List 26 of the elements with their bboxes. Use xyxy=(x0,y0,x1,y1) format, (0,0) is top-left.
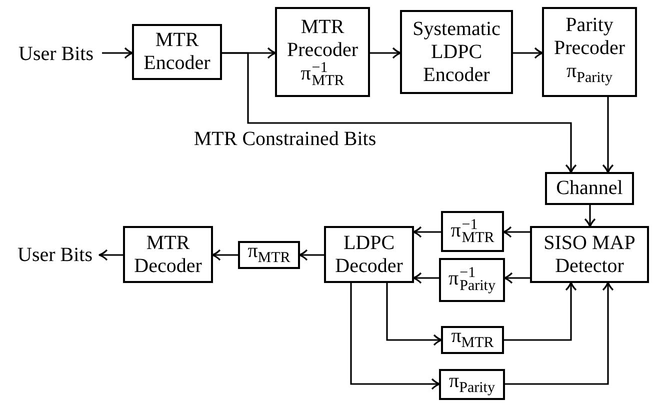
block-box xyxy=(400,10,513,94)
block-label: Systematic LDPC Encoder xyxy=(412,18,502,86)
block-label: MTR Decoder xyxy=(133,232,203,278)
block-box xyxy=(238,241,300,269)
block-box xyxy=(542,7,637,97)
signal-label: MTR Constrained Bits xyxy=(192,127,378,151)
block-label: π$_{MTR}$ xyxy=(248,240,290,268)
block-label: MTR Encoder xyxy=(142,29,212,75)
block-box xyxy=(530,226,649,283)
block-box xyxy=(441,211,504,252)
block-label: π$_{MTR}$ xyxy=(451,325,494,353)
block-label: π$_{Parity}$ xyxy=(566,60,612,88)
block-box xyxy=(132,24,222,80)
block-label: Channel xyxy=(556,177,623,200)
block-box xyxy=(439,258,505,302)
block-label: SISO MAP Detector xyxy=(542,232,636,278)
block-box xyxy=(324,226,414,283)
block-box xyxy=(545,172,634,205)
block-box xyxy=(275,7,370,97)
block-box xyxy=(123,226,213,283)
signal-label: User Bits xyxy=(10,40,102,68)
block-box xyxy=(441,326,504,354)
block-box xyxy=(439,369,505,400)
block-label: π$_{Parity}$ xyxy=(449,370,495,398)
signal-label: User Bits xyxy=(10,241,100,269)
block-label: LDPC Decoder xyxy=(334,232,404,278)
